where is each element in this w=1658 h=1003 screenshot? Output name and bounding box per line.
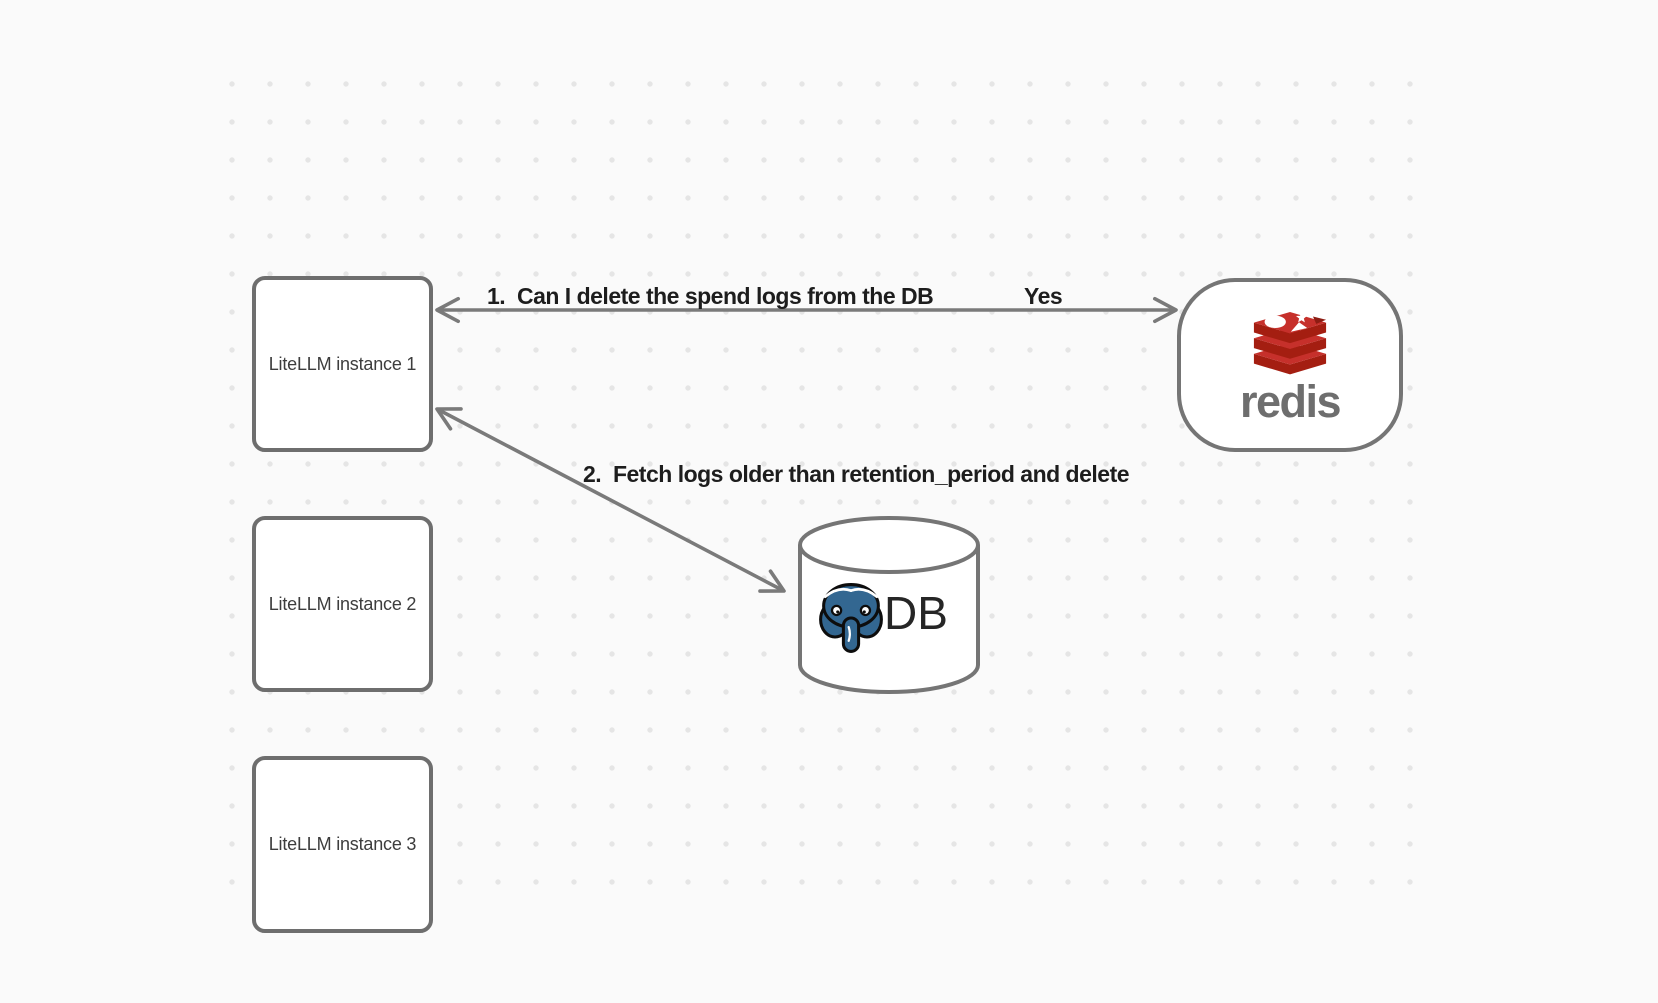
edge2-label[interactable]: 2. Fetch logs older than retention_perio… <box>583 461 1130 487</box>
edge1-response-label[interactable]: Yes <box>1024 283 1063 309</box>
node-litellm-instance-2-label: LiteLLM instance 2 <box>268 593 417 614</box>
edge1-left-arrowhead-icon <box>435 296 461 324</box>
postgresql-elephant-icon <box>819 583 883 653</box>
edge1-right-arrowhead-icon <box>1153 296 1178 324</box>
edge1-label[interactable]: 1. Can I delete the spend logs from the … <box>487 283 934 309</box>
node-redis[interactable]: redis <box>1177 278 1403 452</box>
node-litellm-instance-2[interactable]: LiteLLM instance 2 <box>252 516 433 692</box>
edge2-arrow[interactable] <box>435 407 786 593</box>
redis-wordmark: redis <box>1239 376 1342 427</box>
redis-star-shape-icon <box>1295 312 1307 323</box>
db-cylinder-icon <box>798 516 980 694</box>
redis-triangle-shape-icon <box>1290 322 1308 332</box>
db-label: DB <box>884 587 948 639</box>
edge2-upper-arrowhead-icon <box>435 407 463 431</box>
edge1-arrow[interactable] <box>435 296 1178 324</box>
redis-cube-stack-icon <box>1253 312 1327 375</box>
edge2-lower-arrowhead-icon <box>758 569 786 593</box>
node-db[interactable]: DB <box>796 514 982 696</box>
node-litellm-instance-3-label: LiteLLM instance 3 <box>268 834 417 854</box>
node-litellm-instance-3[interactable]: LiteLLM instance 3 <box>252 756 433 933</box>
redis-ellipse-shape-icon <box>1264 315 1286 329</box>
node-litellm-instance-1[interactable]: LiteLLM instance 1 <box>252 276 433 452</box>
node-litellm-instance-1-label: LiteLLM instance 1 <box>268 353 417 374</box>
redis-folded-corner-icon <box>1312 316 1327 324</box>
